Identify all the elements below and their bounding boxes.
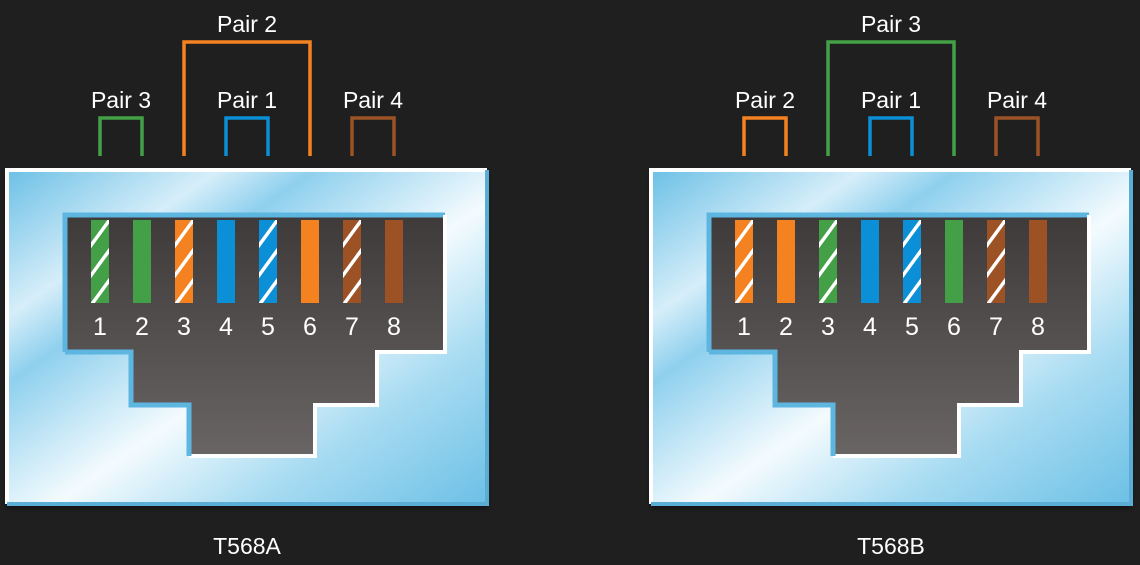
pair-bracket-pair-3	[826, 40, 956, 156]
pin-7-stripes	[987, 220, 1005, 303]
pair-label-pair-1: Pair 1	[861, 87, 921, 113]
pin-2-wire	[133, 220, 151, 303]
pair-label-pair-3: Pair 3	[861, 11, 921, 37]
standard-label: T568B	[857, 533, 925, 559]
jack-frame-edge	[649, 168, 1131, 504]
pin-7-stripes	[343, 220, 361, 303]
pin-number-5: 5	[261, 313, 275, 341]
pair-bracket-pair-1	[224, 116, 270, 156]
pin-3-stripes	[175, 220, 193, 303]
pin-number-1: 1	[737, 313, 751, 341]
pin-8-wire	[385, 220, 403, 303]
pair-label-pair-3: Pair 3	[91, 87, 151, 113]
standard-label: T568A	[213, 533, 281, 559]
socket-top-edge	[62, 212, 445, 352]
socket-bottom-edge	[833, 215, 1091, 458]
pair-bracket-pair-3	[98, 116, 144, 156]
pin-number-3: 3	[821, 313, 835, 341]
pin-number-8: 8	[1031, 313, 1045, 341]
socket-step-edge	[709, 349, 836, 456]
pin-number-8: 8	[387, 313, 401, 341]
pin-number-4: 4	[863, 313, 877, 341]
pin-number-1: 1	[93, 313, 107, 341]
pair-label-pair-2: Pair 2	[217, 11, 277, 37]
pin-5-stripes	[903, 220, 921, 303]
pin-6-wire	[945, 220, 963, 303]
pin-4-wire	[217, 220, 235, 303]
pin-number-7: 7	[345, 313, 359, 341]
jack-frame-edge-shadow	[651, 170, 1133, 506]
pair-brackets: Pair 2 Pair 3 Pair 1 Pair 4	[735, 11, 1047, 156]
jack-body	[649, 168, 1133, 506]
pair-label-pair-1: Pair 1	[217, 87, 277, 113]
jack-body	[5, 168, 489, 506]
pair-bracket-pair-1	[868, 116, 914, 156]
jack-frame-edge-shadow	[7, 170, 489, 506]
pair-label-pair-4: Pair 4	[987, 87, 1047, 113]
pin-number-6: 6	[303, 313, 317, 341]
pair-bracket-pair-4	[350, 116, 396, 156]
pin-8-wire	[1029, 220, 1047, 303]
pin-number-3: 3	[177, 313, 191, 341]
pin-number-2: 2	[779, 313, 793, 341]
pin-1-stripes	[735, 220, 753, 303]
pin-number-2: 2	[135, 313, 149, 341]
pair-bracket-pair-4	[994, 116, 1040, 156]
pin-6-wire	[301, 220, 319, 303]
pair-bracket-pair-2	[742, 116, 788, 156]
socket-top-edge	[706, 212, 1089, 352]
socket-step-edge	[65, 349, 192, 456]
pair-label-pair-4: Pair 4	[343, 87, 403, 113]
pin-number-6: 6	[947, 313, 961, 341]
socket-bottom-edge	[189, 215, 447, 458]
pin-1-stripes	[91, 220, 109, 303]
pin-3-stripes	[819, 220, 837, 303]
pair-bracket-pair-2	[182, 40, 312, 156]
pin-number-5: 5	[905, 313, 919, 341]
jack-frame-edge	[5, 168, 487, 504]
pin-5-stripes	[259, 220, 277, 303]
pin-number-7: 7	[989, 313, 1003, 341]
pair-brackets: Pair 3 Pair 2 Pair 1 Pair 4	[91, 11, 403, 156]
pin-number-4: 4	[219, 313, 233, 341]
pin-4-wire	[861, 220, 879, 303]
pin-2-wire	[777, 220, 795, 303]
pair-label-pair-2: Pair 2	[735, 87, 795, 113]
